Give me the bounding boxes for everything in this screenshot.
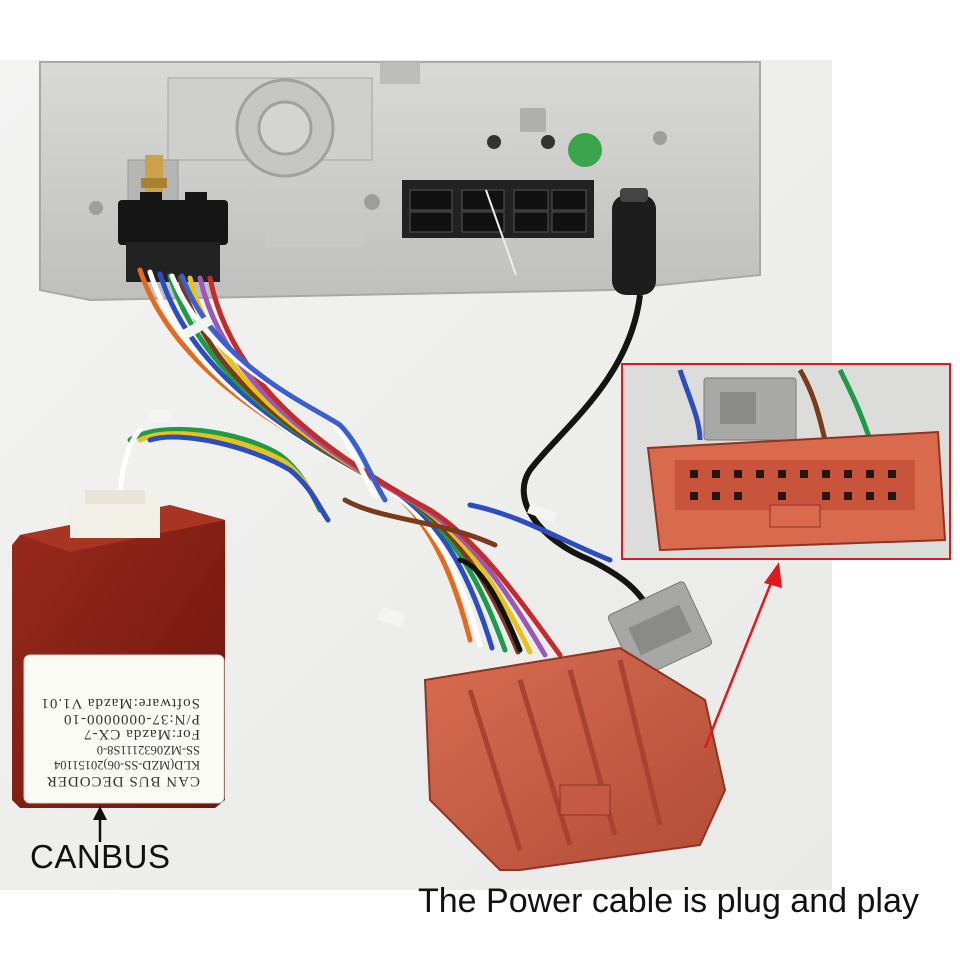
inset-terminal-pins [690,470,896,500]
sticker-line: KLD(MZD-SS-06)20151104 [53,758,200,773]
sticker-line: CAN BUS DECODER [45,773,200,789]
grey-connector [607,581,713,679]
sticker-line: Software:Mazda V1.01 [40,695,200,712]
sticker-line: SS-MZ0632111S8-0 [96,743,200,757]
cable-tie [150,410,170,422]
cable-tie [527,503,557,523]
mazda-harness-connector [423,646,727,871]
canbus-arrow [93,806,107,842]
decoder-label-sticker: CAN BUS DECODER KLD(MZD-SS-06)20151104 S… [38,668,208,792]
caption: The Power cable is plug and play [418,882,919,920]
harness-plug-black [118,192,228,282]
aux-cable [520,188,656,614]
red-pointer-arrow [703,562,782,749]
canbus-label: CANBUS [30,838,171,875]
wire-bundle [117,267,613,658]
cable-tie [378,606,406,628]
sticker-line: P/N:37-0000000-10 [63,711,200,727]
canbus-decoder-box [12,490,225,808]
sticker-line: For:Mazda CX-7 [83,726,200,743]
rear-iso-socket [402,180,594,276]
connector-closeup-inset [621,363,951,560]
cable-tie [182,315,214,339]
